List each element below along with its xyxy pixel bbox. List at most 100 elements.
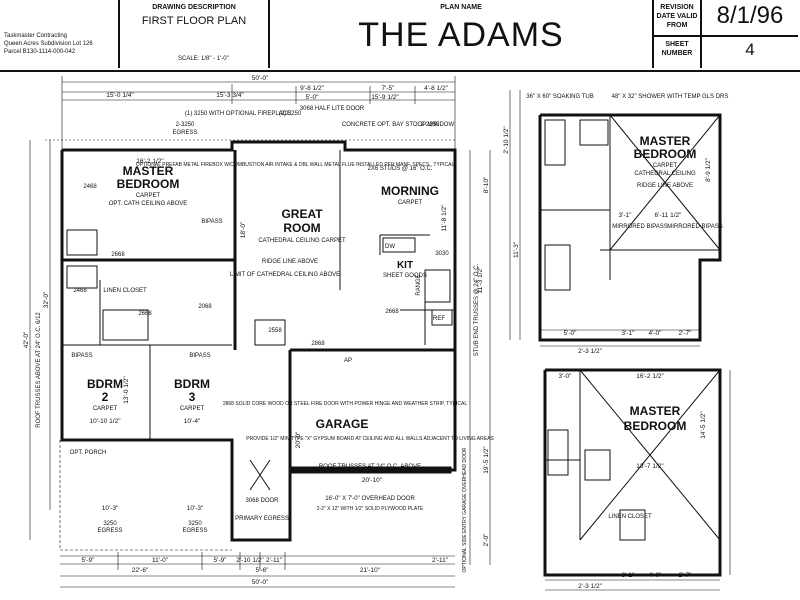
revision-date: 8/1/96 [716, 2, 784, 29]
door3068: 3068 DOOR [245, 498, 279, 504]
garage-gyp-note: PROVIDE 1/2" MIN TYPE "X" GYPSUM BOARD A… [246, 436, 494, 442]
dim-bdrm3-w: 10'-4" [184, 418, 201, 425]
dim-bot-a: 5'-9" [82, 557, 96, 564]
floor-plan-drawing: MASTER BEDROOM CARPET OPT. CATH CEILING … [23, 75, 731, 591]
opt-porch: OPT. PORCH [70, 450, 107, 456]
w3250b: 2-3250 [176, 122, 195, 128]
primary-egress: PRIMARY EGRESS [235, 516, 289, 522]
dim-great-h: 18'-0" [240, 221, 247, 238]
m1-master: MASTER [640, 134, 691, 148]
plan-name-cell: PLAN NAME THE ADAMS [270, 0, 654, 68]
ridge-note: RIDGE LINE ABOVE [262, 259, 318, 265]
dim-top-c: 9'-8 1/2" [300, 85, 324, 92]
dim-top-g: 15'-9 1/2" [371, 94, 399, 101]
m2-linen: LINEN CLOSET [608, 514, 652, 520]
rev-value-cell: 8/1/96 4 [702, 0, 798, 68]
dim-bot-total: 50'-0" [252, 579, 269, 586]
master-ceiling: OPT. CATH CEILING ABOVE [109, 201, 188, 207]
m2-dim-w: 16'-2 1/2" [636, 373, 664, 380]
master-sub: CARPET [136, 193, 161, 199]
great-sub: CATHEDRAL CEILING CARPET [258, 238, 346, 244]
egress-1: EGRESS [97, 528, 122, 534]
morning-sub: CARPET [398, 200, 423, 206]
dim-bot-g: 22'-6" [132, 567, 149, 574]
dim-top-a: 15'-0 1/4" [106, 92, 134, 99]
drawing-desc: FIRST FLOOR PLAN [141, 15, 247, 27]
dim-top-f: 5'-0" [306, 94, 320, 101]
w2558: 2558 [268, 328, 282, 334]
bipass-2: BIPASS [189, 353, 210, 359]
w2668-1: 2668 [111, 252, 125, 258]
w2250: 2-2250 [421, 122, 440, 128]
plan-name: THE ADAMS [358, 16, 564, 54]
w2068: 2068 [198, 304, 212, 310]
dim-master-w: 16'-2 1/2" [136, 158, 164, 165]
dim-bot-i: 21'-10" [360, 567, 381, 574]
w2868: 2868 [311, 341, 325, 347]
m2-dim-c: 4'-0" [649, 572, 663, 579]
m1-dim-e: 2'-7" [679, 330, 693, 337]
m1-dim-f: 6'-11 1/2" [655, 212, 683, 219]
title-block: Taskmaster Contracting Queen Acres Subdi… [0, 0, 800, 72]
dim-bot-h: 5'-6" [256, 567, 270, 574]
bdrm3-sub: CARPET [180, 406, 205, 412]
w3250-2: 3250 [188, 521, 202, 527]
ref-label: REF [433, 316, 445, 322]
kit-label: KIT [397, 260, 413, 271]
w3030: 3030 [435, 251, 449, 257]
sheet-number: 4 [745, 40, 755, 59]
studs-note: 2X6 STUDS @ 16" O.C. [368, 166, 433, 172]
room-label: ROOM [283, 221, 320, 235]
range-label: RANGE [416, 274, 422, 295]
bdrm3-label: BDRM [174, 377, 210, 391]
bdrm3-num: 3 [189, 390, 196, 404]
limit-note: LIMIT OF CATHEDRAL CEILING ABOVE [230, 272, 340, 278]
dim-morning-h: 11'-8 1/2" [441, 204, 448, 232]
dim-bdrm2-w: 10'-10 1/2" [89, 418, 121, 425]
egress-2: EGRESS [182, 528, 207, 534]
roof-trusses-note: ROOF TRUSSES AT 24" O.C. ABOVE [319, 464, 421, 470]
main-plan-walls [59, 140, 457, 551]
dim-right-2: 2'-0" [483, 533, 490, 547]
bipass-1: BIPASS [71, 353, 92, 359]
m1-carpet: CARPET [653, 163, 678, 169]
dimension-lines [29, 76, 491, 588]
dim-top-d: 7'-5" [382, 85, 396, 92]
dim-side-42: 42'-0" [23, 331, 30, 348]
dim-garage-h: 20'-0" [295, 431, 302, 448]
m2-bedroom: BEDROOM [624, 419, 687, 433]
m2-dim-bath: 13'-7 1/2" [636, 463, 664, 470]
dim-bot-e: 2'-11" [266, 557, 283, 564]
m1-cathedral: CATHEDRAL CEILING [634, 171, 696, 177]
m1-dim-b: 5'-0" [564, 330, 578, 337]
ap-label: AP [344, 358, 352, 364]
w2668-3: 2668 [385, 309, 399, 315]
sheet-label: SHEET NUMBER [661, 41, 693, 57]
side-entry-note: OPTIONAL SIDE ENTRY GARAGE OVERHEAD DOOR [462, 447, 468, 572]
master-option-bottom [543, 368, 731, 591]
rev-label-cell: REVISION DATE VALID FROM SHEET NUMBER [654, 0, 702, 68]
w3250c: (2) 3250 [279, 111, 302, 117]
m1-bedroom: BEDROOM [634, 147, 697, 161]
m1-dim-c: 3'-1" [622, 330, 636, 337]
m2-master: MASTER [630, 404, 681, 418]
kit-sub: SHEET GOODS [383, 273, 427, 279]
scale: SCALE: 1/8" - 1'-0" [178, 56, 229, 62]
m1-dim-side: 2'-10 1/2" [503, 126, 510, 154]
plan-name-label: PLAN NAME [440, 4, 482, 11]
dim-top-e: 4'-8 1/2" [424, 85, 448, 92]
dim-bot-ten-2: 10'-3" [187, 505, 204, 512]
bipass-3: BIPASS [201, 219, 222, 225]
dim-garage-w: 20'-10" [362, 477, 383, 484]
great-label: GREAT [281, 207, 323, 221]
m1-mirrored-1: MIRRORED BIPASS [612, 224, 668, 230]
subdivision: Queen Acres Subdivision Lot 126 [4, 41, 93, 47]
m1-soaking: 36" X 60" SOAKING TUB [526, 94, 594, 100]
dim-right-19: 19'-5 1/2" [483, 446, 490, 474]
dim-bot-f: 2'-11" [432, 557, 449, 564]
company-cell: Taskmaster Contracting Queen Acres Subdi… [0, 0, 120, 68]
garage-label: GARAGE [316, 417, 369, 431]
roof-left-note: ROOF TRUSSES ABOVE AT 24" O.C. 6/12 [36, 312, 42, 428]
bdrm2-sub: CARPET [93, 406, 118, 412]
m2-dim-e: 3'-0" [559, 373, 573, 380]
